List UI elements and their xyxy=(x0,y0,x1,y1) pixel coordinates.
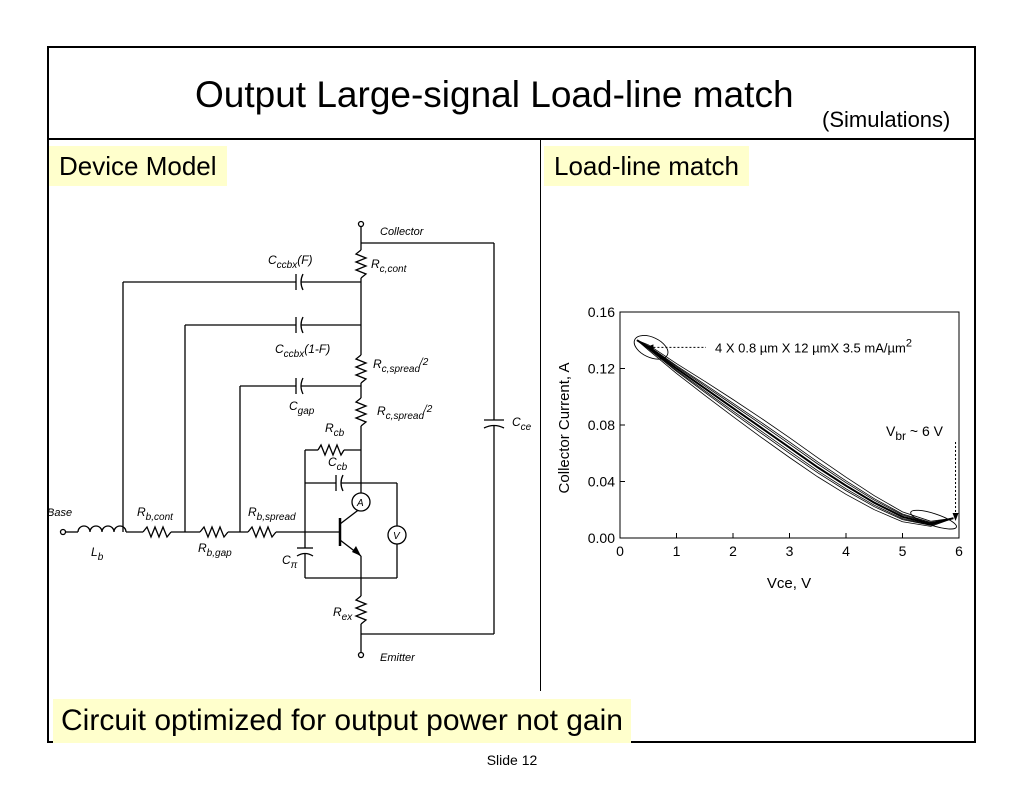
r-cb-label: Rcb xyxy=(325,421,345,439)
x-tick-label: 3 xyxy=(786,543,794,559)
r-ex-label: Rex xyxy=(333,605,353,623)
r-b-spread-label: Rb,spread xyxy=(248,505,296,523)
x-tick-label: 1 xyxy=(673,543,681,559)
load-line-series xyxy=(636,339,954,525)
panel-divider xyxy=(540,138,541,691)
device-annotation: 4 X 0.8 µm X 12 µmX 3.5 mA/µm2 xyxy=(715,337,912,355)
y-axis-title: Collector Current, A xyxy=(556,363,573,494)
slide-title: Output Large-signal Load-line match xyxy=(195,74,794,115)
voltmeter-label: V xyxy=(393,531,401,542)
high-voltage-loop xyxy=(910,509,957,530)
y-tick-label: 0.16 xyxy=(588,304,615,320)
y-tick-label: 0.08 xyxy=(588,417,615,433)
x-tick-label: 0 xyxy=(616,543,624,559)
c-cb-label: Ccb xyxy=(328,455,348,473)
high-current-loop xyxy=(633,335,669,360)
c-ccbx-f-label: Cccbx(F) xyxy=(268,253,313,271)
x-tick-label: 6 xyxy=(955,543,963,559)
load-line-label: Load-line match xyxy=(544,146,749,186)
c-ccbx-1f-label: Cccbx(1-F) xyxy=(275,342,330,360)
y-tick-label: 0.12 xyxy=(588,361,615,377)
r-b-cont-label: Rb,cont xyxy=(137,505,174,523)
load-line-loop xyxy=(636,339,954,527)
load-line-loop xyxy=(636,339,954,522)
slide-subtitle: (Simulations) xyxy=(822,107,951,132)
x-axis-title: Vce, V xyxy=(767,575,811,592)
device-model-circuit: Collector Emitter Base Cccbx(F) Rc,cont … xyxy=(47,220,532,664)
r-b-gap-label: Rb,gap xyxy=(198,541,232,559)
y-tick-label: 0.00 xyxy=(588,530,615,546)
c-gap-label: Cgap xyxy=(289,399,315,417)
r-c-spread-1-label: Rc,spread/2 xyxy=(373,357,429,375)
slide-number: Slide 12 xyxy=(486,752,538,768)
device-annotation-arrow xyxy=(645,344,654,351)
plot-area xyxy=(619,311,960,539)
device-model-label: Device Model xyxy=(49,146,227,186)
y-tick-label: 0.04 xyxy=(588,474,615,490)
r-c-cont-label: Rc,cont xyxy=(371,257,408,275)
vbr-annotation-arrow xyxy=(952,513,959,522)
collector-label: Collector xyxy=(380,226,425,238)
x-tick-label: 4 xyxy=(842,543,850,559)
emitter-label: Emitter xyxy=(380,652,416,664)
load-line-loop xyxy=(636,339,954,526)
title-divider xyxy=(47,138,976,140)
bottom-banner: Circuit optimized for output power not g… xyxy=(53,699,631,743)
r-c-spread-2-label: Rc,spread/2 xyxy=(377,404,433,422)
x-tick-label: 2 xyxy=(729,543,737,559)
load-line-loop xyxy=(636,339,954,523)
x-tick-label: 5 xyxy=(899,543,907,559)
load-line-chart: 0 1 2 3 4 5 6 0.00 0.04 0.08 0.12 0.16 Collector Cu… xyxy=(556,304,963,592)
c-pi-label: Cπ xyxy=(282,553,298,571)
load-line-loop xyxy=(636,339,954,524)
load-line-loop xyxy=(636,339,954,526)
base-label: Base xyxy=(47,507,72,519)
ammeter-label: A xyxy=(356,498,364,509)
c-ce-label: Cce xyxy=(512,415,532,433)
l-b-label: Lb xyxy=(91,545,104,563)
